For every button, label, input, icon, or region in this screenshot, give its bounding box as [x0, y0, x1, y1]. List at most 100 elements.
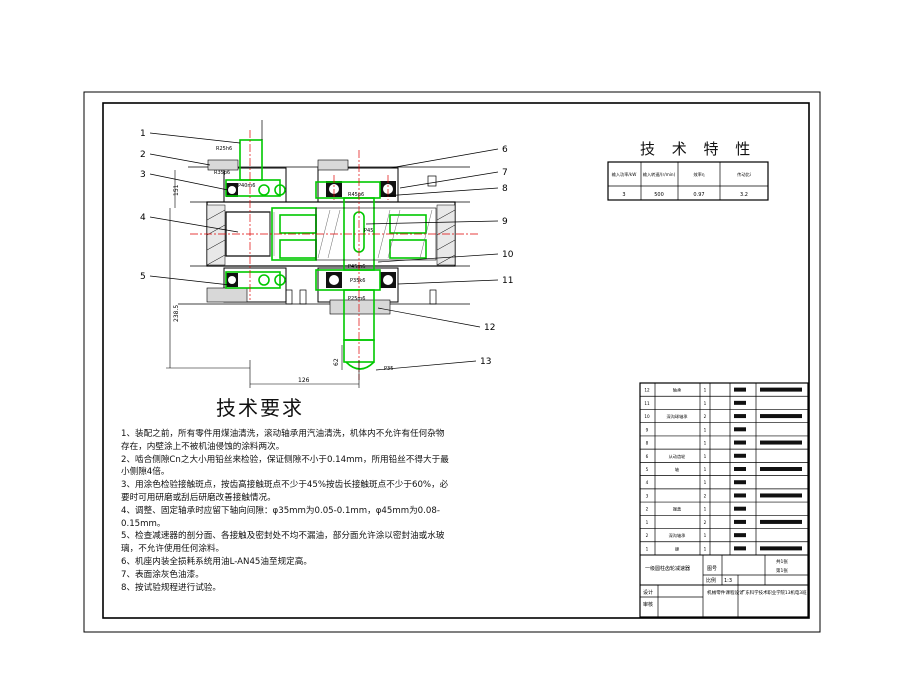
title-block [639, 382, 809, 618]
dim-vertical-left-bottom: 238.5 [173, 305, 180, 322]
parts-row-material-mark [734, 427, 746, 432]
part-label-8: 8 [502, 184, 508, 194]
parts-row-note-mark [760, 414, 802, 419]
requirement-item: 4、调整、固定轴承时应留下轴向间隙：φ35mm为0.05-0.1mm，φ45mm… [121, 505, 440, 529]
fit-label-d8: P25m6 [348, 296, 365, 302]
parts-row-number: 3 [646, 493, 649, 498]
part-label-11: 11 [502, 276, 513, 286]
bearing-cap-right-top [317, 167, 399, 203]
part-label-12: 12 [484, 323, 495, 333]
title-school: 广东科学技术职业学院13机电3班 [741, 589, 807, 596]
parts-row-material-mark [734, 400, 746, 405]
part-label-4: 4 [140, 213, 146, 223]
spec-value-efficiency: 0.97 [693, 192, 704, 198]
parts-row-number: 1 [646, 546, 649, 551]
parts-row-qty: 1 [704, 507, 707, 512]
parts-row-number: 1 [646, 520, 649, 525]
parts-row-name: 深沟轴承 [669, 532, 687, 539]
parts-row-note-mark [760, 387, 802, 392]
fit-label-d6: P45m6 [348, 264, 365, 270]
requirements-list: 1、装配之前，所有零件用煤油清洗，滚动轴承用汽油清洗，机体内不允许有任何杂物存在… [121, 428, 451, 594]
part-label-3: 3 [140, 170, 146, 180]
parts-row-qty: 2 [704, 520, 707, 525]
title-design-label: 设计 [643, 589, 653, 596]
part-label-1: 1 [140, 129, 146, 139]
dim-vertical-small: 62 [333, 358, 340, 366]
parts-row-qty: 2 [704, 493, 707, 498]
requirements-title: 技术要求 [216, 396, 304, 420]
requirement-item: 5、检查减速器的剖分面、各接触及密封处不均不漏油，部分面允许涂以密封油或水玻璃，… [121, 531, 445, 555]
part-label-5: 5 [140, 272, 146, 282]
parts-row-qty: 1 [704, 480, 707, 485]
parts-row-name: 从动齿轮 [669, 453, 687, 460]
title-sheet-of: 第1张 [776, 567, 788, 574]
parts-row-name: 轴承 [673, 387, 682, 394]
parts-row-material-mark [734, 414, 746, 419]
requirement-item: 7、表面涂灰色油漆。 [121, 569, 204, 580]
housing-hatch [206, 204, 456, 266]
requirement-item: 2、啮合侧隙Cn之大小用铅丝来检验，保证侧隙不小于0.14mm，所用铅丝不得大于… [121, 454, 449, 478]
parts-row-number: 11 [644, 401, 650, 406]
housing-bolts [261, 120, 437, 305]
centerlines [190, 130, 480, 380]
spec-value-power: 3 [622, 192, 625, 198]
fit-label-d7: P35k6 [350, 278, 365, 284]
shaft-and-gear-highlight [225, 139, 427, 370]
parts-row-qty: 1 [704, 533, 707, 538]
part-label-10: 10 [502, 250, 514, 260]
parts-row-number: 4 [646, 480, 649, 485]
parts-row-qty: 1 [704, 388, 707, 393]
parts-row-material-mark [734, 480, 746, 485]
parts-row-qty: 1 [704, 467, 707, 472]
parts-row-qty: 1 [704, 454, 707, 459]
parts-row-qty: 1 [704, 546, 707, 551]
title-scale-value: 1:3 [724, 578, 732, 584]
parts-row-material-mark [734, 493, 746, 498]
parts-row-number: 12 [644, 388, 650, 393]
parts-row-name: 轴 [675, 466, 679, 473]
title-check-label: 审核 [643, 601, 653, 608]
parts-row-material-mark [734, 387, 746, 392]
inner-frame [102, 102, 810, 619]
parts-row-note-mark [760, 440, 802, 445]
parts-row-material-mark [734, 546, 746, 551]
parts-row-number: 2 [646, 507, 649, 512]
title-sheet-count: 共1张 [776, 558, 788, 565]
fit-label-d9: P35 [384, 366, 393, 372]
parts-row-name: 键 [675, 545, 680, 552]
dim-vertical-left-top: 151 [173, 184, 180, 196]
leader-lines [149, 132, 499, 371]
spec-value-ratio: 3.2 [740, 192, 748, 198]
title-number-label: 图号 [707, 566, 717, 572]
fit-label-d2: R35p6 [214, 170, 230, 176]
parts-row-note-mark [760, 467, 802, 471]
bearing-cap-left-bottom [223, 267, 287, 303]
bearing-cap-left-top [223, 167, 287, 203]
fit-label-d4: R45p6 [348, 192, 364, 198]
spec-value-speed: 500 [654, 192, 664, 198]
parts-row-number: 9 [646, 427, 649, 432]
parts-row-number: 10 [644, 414, 650, 419]
fit-label-d1: R25h6 [216, 146, 232, 152]
spec-header-ratio: 传动比i [737, 171, 751, 178]
part-label-13: 13 [480, 357, 491, 367]
parts-row-material-mark [734, 453, 746, 458]
reducer-assembly: 1 2 3 4 5 6 7 8 9 10 11 12 13 R25h6 R35p… [140, 120, 514, 388]
parts-row-qty: 1 [704, 441, 707, 446]
requirement-item: 8、按试验规程进行试验。 [121, 582, 221, 593]
parts-row-note-mark [760, 493, 802, 498]
spec-header-efficiency: 效率η [693, 171, 704, 178]
requirement-item: 3、用涂色检验接触斑点，按齿高接触斑点不少于45%按齿长接触斑点不少于60%，必… [121, 480, 449, 503]
parts-row-number: 6 [646, 454, 649, 459]
dim-horizontal-bottom: 126 [298, 377, 310, 384]
parts-row-note-mark [760, 519, 802, 524]
specs-title: 技 术 特 性 [640, 140, 757, 158]
part-label-7: 7 [502, 168, 508, 178]
parts-row-material-mark [734, 440, 746, 445]
dimension-lines [166, 170, 360, 388]
requirement-item: 6、机座内装全损耗系统用油L-AN45油至规定高。 [121, 556, 312, 567]
title-course: 机械零件课程设计 [707, 589, 744, 596]
part-label-6: 6 [502, 145, 508, 155]
parts-row-number: 8 [646, 441, 649, 446]
